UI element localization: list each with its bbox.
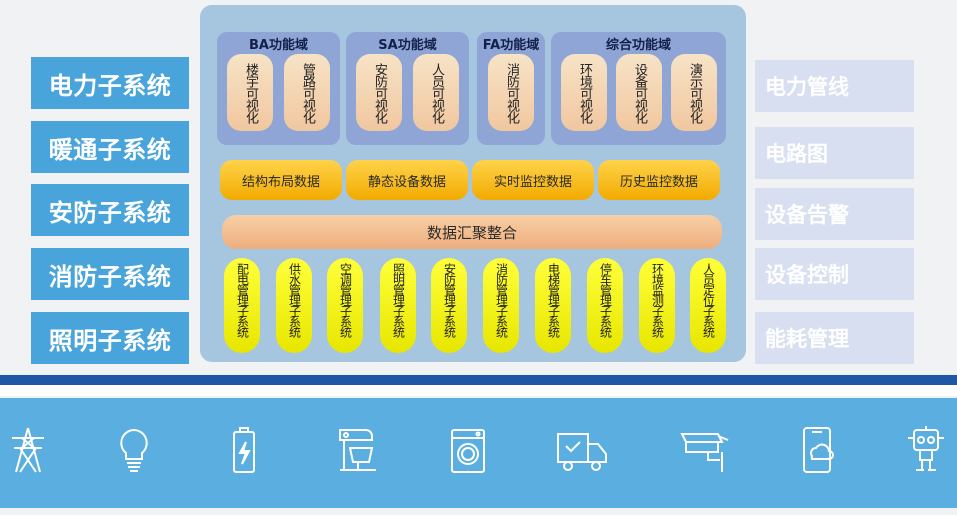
left-label-fire: 消防子系统 [31,248,189,300]
data-integration-bar: 数据汇聚整合 [222,215,722,249]
vis-item: 消防可视化 [488,54,534,131]
subsystem-pill: 安防管理子系统 [431,258,467,353]
vis-item: 人员可视化 [413,54,459,131]
security-camera-icon [678,422,734,478]
right-label-energy: 能耗管理 [755,312,914,364]
subsystem-pill: 消防管理子系统 [483,258,519,353]
device-icon-bar [0,398,957,508]
domain-title: FA功能域 [482,38,540,53]
robot-icon [898,422,954,478]
domain-fa: FA功能域 消防可视化 [477,32,545,145]
data-pill-realtime: 实时监控数据 [472,160,594,200]
domain-comprehensive: 综合功能域 环境可视化 设备可视化 演示可视化 [551,32,726,145]
washing-machine-icon [440,422,496,478]
left-label-security: 安防子系统 [31,184,189,236]
left-label-lighting: 照明子系统 [31,312,189,364]
subsystem-pill: 照明管理子系统 [380,258,416,353]
vis-item: 演示可视化 [671,54,717,131]
domain-ba: BA功能域 楼宇可视化 管路可视化 [217,32,340,145]
architecture-panel: BA功能域 楼宇可视化 管路可视化 SA功能域 安防可视化 人员可视化 FA功能… [200,5,746,362]
subsystem-pill: 供水管理子系统 [276,258,312,353]
data-pill-history: 历史监控数据 [598,160,720,200]
right-label-alarm: 设备告警 [755,188,914,240]
divider-white [0,385,957,396]
smartphone-cloud-icon [790,422,846,478]
domain-title: 综合功能域 [605,38,671,53]
domain-sa: SA功能域 安防可视化 人员可视化 [346,32,469,145]
subsystem-pill: 空调管理子系统 [327,258,363,353]
subsystem-pill: 配电管理子系统 [224,258,260,353]
subsystem-pill: 电梯管理子系统 [535,258,571,353]
subsystem-pill: 人员定位子系统 [690,258,726,353]
divider-blue [0,375,957,385]
left-label-power: 电力子系统 [31,57,189,109]
right-label-control: 设备控制 [755,248,914,300]
data-pill-static: 静态设备数据 [346,160,468,200]
vis-item: 安防可视化 [356,54,402,131]
power-tower-icon [0,422,56,478]
data-pill-structure: 结构布局数据 [220,160,342,200]
vis-item: 楼宇可视化 [227,54,273,131]
battery-icon [216,422,272,478]
delivery-truck-icon [554,422,610,478]
subsystem-pill: 环境监测子系统 [639,258,675,353]
domain-title: BA功能域 [249,38,308,53]
right-label-circuit: 电路图 [755,127,914,179]
vis-item: 管路可视化 [284,54,330,131]
mixer-appliance-icon [330,422,386,478]
vis-item: 设备可视化 [616,54,662,131]
subsystem-pill: 停车管理子系统 [587,258,623,353]
vis-item: 环境可视化 [561,54,607,131]
right-label-power-lines: 电力管线 [755,60,914,112]
light-bulb-icon [106,422,162,478]
domain-title: SA功能域 [378,38,437,53]
left-label-hvac: 暖通子系统 [31,121,189,173]
